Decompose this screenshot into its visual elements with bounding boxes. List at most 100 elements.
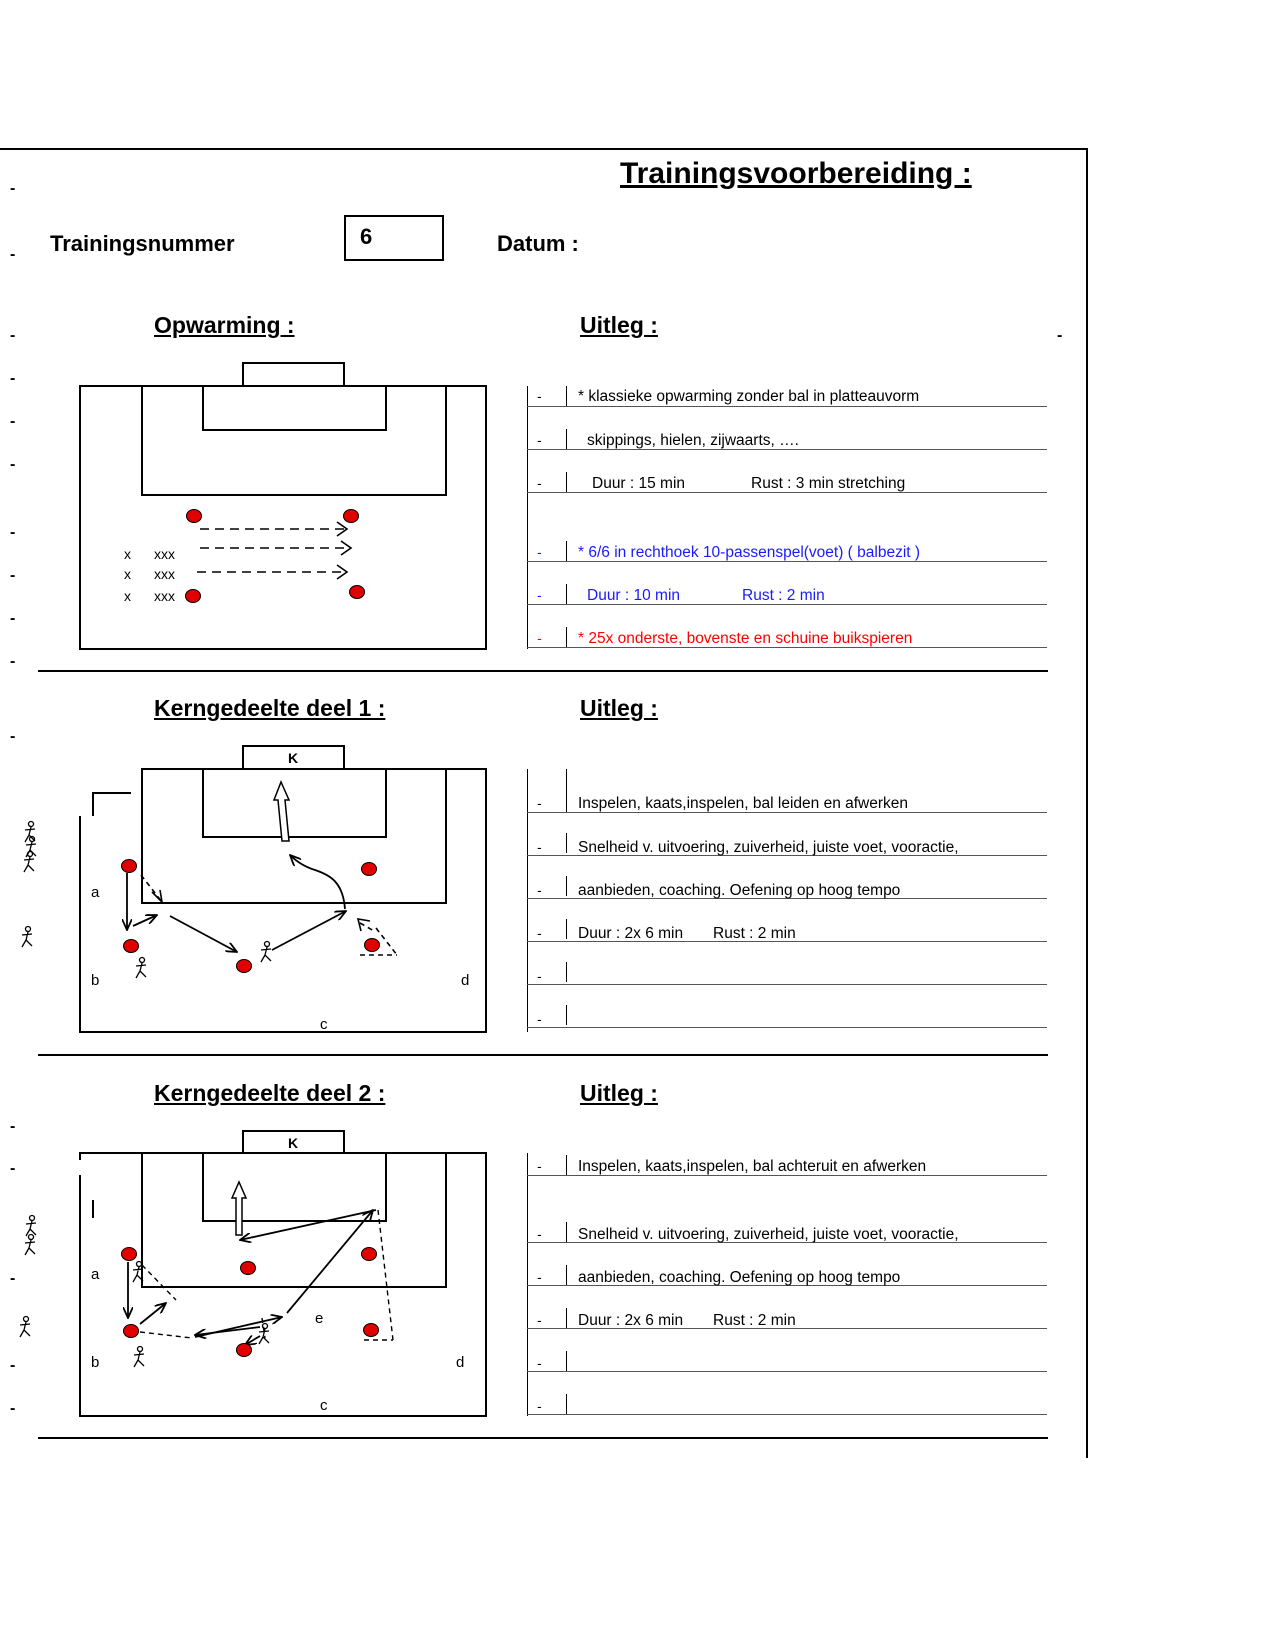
margin-dash: -	[10, 413, 16, 430]
row-dash: -	[537, 1226, 542, 1242]
margin-dash: -	[10, 456, 16, 473]
section-uitleg-core-2: Uitleg :	[580, 1080, 658, 1106]
row-dash: -	[537, 630, 542, 646]
row-dash: -	[537, 432, 542, 448]
core-2-row-1: Inspelen, kaats,inspelen, bal achteruit …	[578, 1158, 927, 1175]
margin-dash: -	[10, 1357, 16, 1374]
warmup-row-3b: Rust : 3 min stretching	[751, 475, 906, 492]
position-c: c	[320, 1397, 328, 1414]
row-dash: -	[537, 1355, 542, 1371]
player-icon	[19, 1315, 31, 1338]
margin-dash: -	[10, 653, 16, 670]
player-icon	[24, 1233, 36, 1256]
player-icon	[132, 1260, 144, 1283]
row-dash: -	[537, 587, 542, 603]
row-dash: -	[537, 968, 542, 984]
player-icon	[133, 1345, 145, 1368]
warmup-row-5b: Rust : 2 min	[742, 587, 825, 604]
row-dash: -	[537, 1269, 542, 1285]
row-dash: -	[537, 839, 542, 855]
row-dash: -	[537, 1011, 542, 1027]
player-icon	[135, 956, 147, 979]
position-c: c	[320, 1016, 328, 1033]
margin-dash: -	[10, 610, 16, 627]
section-heading-warmup: Opwarming :	[154, 312, 295, 338]
section-heading-core-1: Kerngedeelte deel 1 :	[154, 695, 386, 721]
warmup-row-4: * 6/6 in rechthoek 10-passenspel(voet) (…	[578, 544, 921, 561]
margin-dash: -	[10, 180, 16, 197]
row-dash: -	[537, 1312, 542, 1328]
section-heading-core-2: Kerngedeelte deel 2 :	[154, 1080, 386, 1106]
player-icon	[23, 850, 35, 873]
training-number-label: Trainingsnummer	[50, 231, 235, 256]
margin-dash: -	[10, 567, 16, 584]
player-icon	[25, 835, 37, 858]
page-title: Trainingsvoorbereiding :	[620, 157, 972, 190]
margin-dash: -	[10, 524, 16, 541]
goal-label: K	[288, 1135, 298, 1151]
section-divider	[38, 670, 1048, 672]
section-divider	[38, 1054, 1048, 1056]
margin-dash: -	[1057, 327, 1063, 344]
row-dash: -	[537, 388, 542, 404]
row-dash: -	[537, 795, 542, 811]
player-icon	[258, 1322, 270, 1345]
position-d: d	[461, 972, 469, 989]
player-x: x	[124, 566, 131, 582]
margin-dash: -	[10, 1400, 16, 1417]
section-uitleg-core-1: Uitleg :	[580, 695, 658, 721]
player-x: x	[124, 588, 131, 604]
row-dash: -	[537, 475, 542, 491]
row-dash: -	[537, 882, 542, 898]
warmup-row-3: Duur : 15 min	[592, 475, 686, 492]
player-icon	[260, 940, 272, 963]
row-dash: -	[537, 925, 542, 941]
warmup-row-1: * klassieke opwarming zonder bal in plat…	[578, 388, 920, 405]
core-1-row-1: Inspelen, kaats,inspelen, bal leiden en …	[578, 795, 909, 812]
margin-dash: -	[10, 327, 16, 344]
player-group: xxx	[154, 546, 175, 562]
margin-dash: -	[10, 246, 16, 263]
player-icon	[21, 925, 33, 948]
warmup-row-6: * 25x onderste, bovenste en schuine buik…	[578, 630, 913, 647]
margin-dash: -	[10, 1118, 16, 1135]
player-icon	[25, 1214, 37, 1237]
warmup-row-5: Duur : 10 min	[587, 587, 681, 604]
player-group: xxx	[154, 588, 175, 604]
row-dash: -	[537, 1398, 542, 1414]
player-icon	[24, 820, 36, 843]
core-2-row-3: aanbieden, coaching. Oefening op hoog te…	[578, 1269, 901, 1286]
player-group: xxx	[154, 566, 175, 582]
position-b: b	[91, 1354, 99, 1371]
core-2-row-4b: Rust : 2 min	[713, 1312, 796, 1329]
section-uitleg-warmup: Uitleg :	[580, 312, 658, 338]
date-label: Datum :	[497, 231, 579, 256]
row-dash: -	[537, 544, 542, 560]
position-d: d	[456, 1354, 464, 1371]
warmup-row-2: skippings, hielen, zijwaarts, ….	[587, 432, 799, 449]
position-e: e	[315, 1310, 323, 1327]
core-2-row-2: Snelheid v. uitvoering, zuiverheid, juis…	[578, 1226, 959, 1243]
core-1-row-3: aanbieden, coaching. Oefening op hoog te…	[578, 882, 901, 899]
core-1-row-4b: Rust : 2 min	[713, 925, 796, 942]
goal-label: K	[288, 750, 298, 766]
page-right-border	[1086, 148, 1088, 1458]
position-b: b	[91, 972, 99, 989]
margin-dash: -	[10, 370, 16, 387]
margin-dash: -	[10, 1160, 16, 1177]
page-top-border	[0, 148, 1087, 150]
core-1-row-4: Duur : 2x 6 min	[578, 925, 684, 942]
position-a: a	[91, 884, 100, 901]
position-a: a	[91, 1266, 100, 1283]
training-number-box: 6	[344, 215, 444, 261]
core-2-row-4: Duur : 2x 6 min	[578, 1312, 684, 1329]
player-x: x	[124, 546, 131, 562]
margin-dash: -	[10, 1270, 16, 1287]
core-1-row-2: Snelheid v. uitvoering, zuiverheid, juis…	[578, 839, 959, 856]
margin-dash: -	[10, 728, 16, 745]
section-divider	[38, 1437, 1048, 1439]
row-dash: -	[537, 1158, 542, 1174]
